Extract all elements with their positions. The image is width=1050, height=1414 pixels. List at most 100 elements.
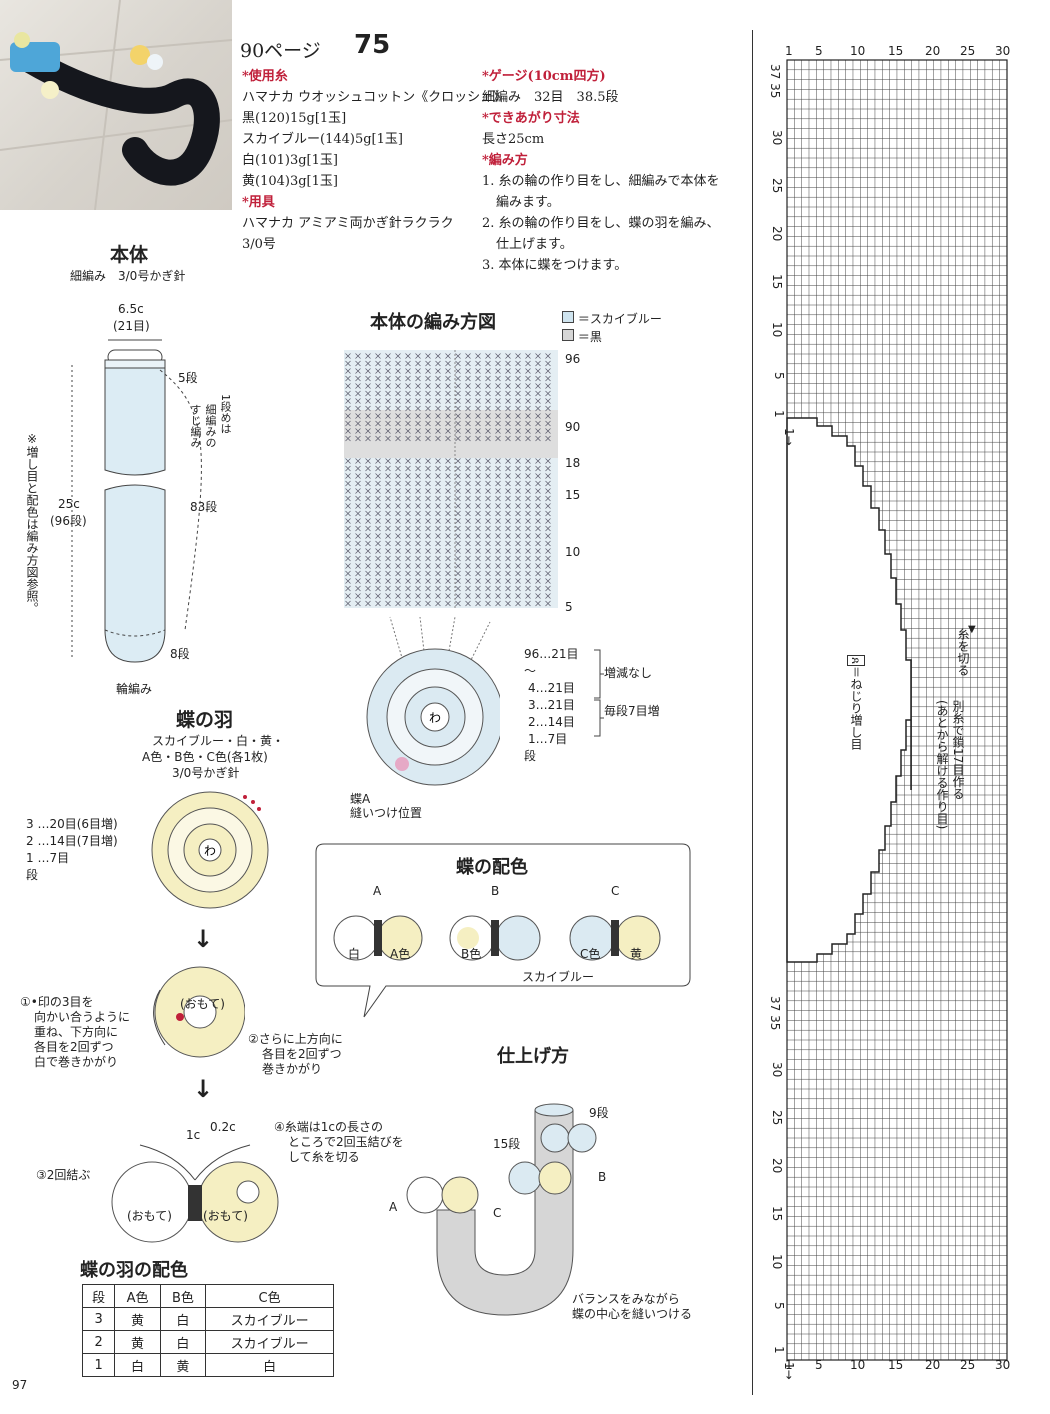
stitch-x — [465, 435, 471, 442]
stitch-x — [545, 428, 551, 434]
stitch-x — [395, 525, 401, 532]
stitch-x — [485, 390, 491, 397]
stitch-x — [515, 480, 521, 487]
stitch-x — [505, 465, 511, 472]
stitch-x — [375, 458, 381, 464]
stitch-x — [455, 360, 461, 367]
stitch-x — [415, 473, 421, 479]
body-tube-diagram — [71, 339, 202, 663]
stitch-x — [435, 525, 441, 532]
stitch-x — [495, 383, 501, 389]
stitch-x — [545, 383, 551, 389]
stitch-x — [445, 375, 451, 382]
stitch-x — [355, 503, 361, 509]
stitch-x — [345, 525, 351, 532]
stitch-x — [475, 465, 481, 472]
stitch-x — [375, 488, 381, 494]
stitch-x — [355, 458, 361, 464]
butterfly-title: 蝶の配色 — [456, 857, 528, 878]
stitch-x — [525, 488, 531, 494]
attach-label-a: 蝶A — [350, 792, 371, 806]
stitch-x — [375, 600, 381, 607]
stitch-x — [425, 593, 431, 599]
stitch-x — [425, 563, 431, 569]
materials-left: *使用糸 ハマナカ ウオッシュコットン《クロッシェ》 黒(120)15g[1玉]… — [242, 66, 506, 255]
stitch-x — [485, 413, 491, 419]
body-note-top-3: すじ編み — [188, 404, 202, 464]
stitch-x — [375, 405, 381, 412]
stitch-x — [395, 480, 401, 487]
stitch-x — [365, 548, 371, 554]
stitch-x — [465, 593, 471, 599]
row-arrow-icon: 1→ — [782, 1362, 796, 1380]
stitch-x — [355, 428, 361, 434]
stitch-x — [365, 578, 371, 584]
ring-row: 1 — [528, 732, 536, 746]
stitch-x — [495, 600, 501, 607]
yarn-line: 白(101)3g[1玉] — [242, 153, 338, 168]
stitch-x — [345, 570, 351, 577]
stitch-x — [525, 368, 531, 374]
stitch-x — [535, 495, 541, 502]
wing-ring-chart: わ — [151, 791, 269, 909]
stitch-x — [515, 555, 521, 562]
stitch-x — [345, 465, 351, 472]
stitch-x — [385, 428, 391, 434]
stitch-x — [485, 533, 491, 539]
stitch-x — [445, 398, 451, 404]
stitch-x — [355, 465, 361, 472]
stitch-x — [495, 420, 501, 427]
stitch-x — [535, 533, 541, 539]
stitch-x — [345, 578, 351, 584]
stitch-x — [365, 360, 371, 367]
stitch-x — [395, 495, 401, 502]
body-row5: 5段 — [178, 371, 198, 385]
table-cell: スカイブルー — [205, 1307, 334, 1331]
note-char: め — [219, 412, 232, 423]
finish-note: 蝶の中心を縫いつける — [572, 1307, 693, 1321]
stitch-x — [505, 368, 511, 374]
stitch-x — [345, 360, 351, 367]
stitch-x — [445, 533, 451, 539]
stitch-x — [375, 503, 381, 509]
stitch-x — [345, 473, 351, 479]
stitch-x — [345, 563, 351, 569]
finish-label-c: C — [493, 1206, 502, 1220]
ring-row: 段 — [524, 749, 537, 763]
stitch-x — [485, 420, 491, 427]
stitch-x — [405, 383, 411, 389]
stitch-x — [545, 593, 551, 599]
table-cell: スカイブルー — [205, 1330, 334, 1354]
stitch-x — [395, 360, 401, 367]
ring-val: …21目 — [535, 681, 575, 695]
stitch-x — [535, 398, 541, 404]
stitch-x — [405, 578, 411, 584]
stitch-x — [365, 480, 371, 487]
stitch-x — [435, 390, 441, 397]
stitch-x — [445, 563, 451, 569]
stitch-x — [475, 555, 481, 562]
stitch-x — [475, 435, 481, 442]
stitch-x — [435, 555, 441, 562]
left-tick: 15 — [770, 1206, 784, 1222]
stitch-x — [385, 585, 391, 592]
stitch-x — [455, 353, 461, 359]
stitch-x — [365, 540, 371, 547]
stitch-x — [375, 578, 381, 584]
stitch-x — [355, 563, 361, 569]
stitch-x — [415, 593, 421, 599]
top-tick: 20 — [925, 44, 941, 58]
stitch-x — [445, 578, 451, 584]
stitch-x — [455, 585, 461, 592]
stitch-x — [465, 600, 471, 607]
stitch-x — [455, 435, 461, 442]
stitch-x — [535, 510, 541, 517]
stitch-x — [505, 533, 511, 539]
bottom-tick: 25 — [960, 1358, 976, 1372]
stitch-x — [445, 405, 451, 412]
stitch-x — [435, 458, 441, 464]
wing-color-table: 段 A色 B色 C色 3 黄 白 スカイブルー 2 黄 白 スカイブルー 1 白… — [81, 1284, 334, 1377]
stitch-x — [545, 413, 551, 419]
note-char: 細 — [204, 404, 217, 415]
stitch-x — [345, 518, 351, 524]
